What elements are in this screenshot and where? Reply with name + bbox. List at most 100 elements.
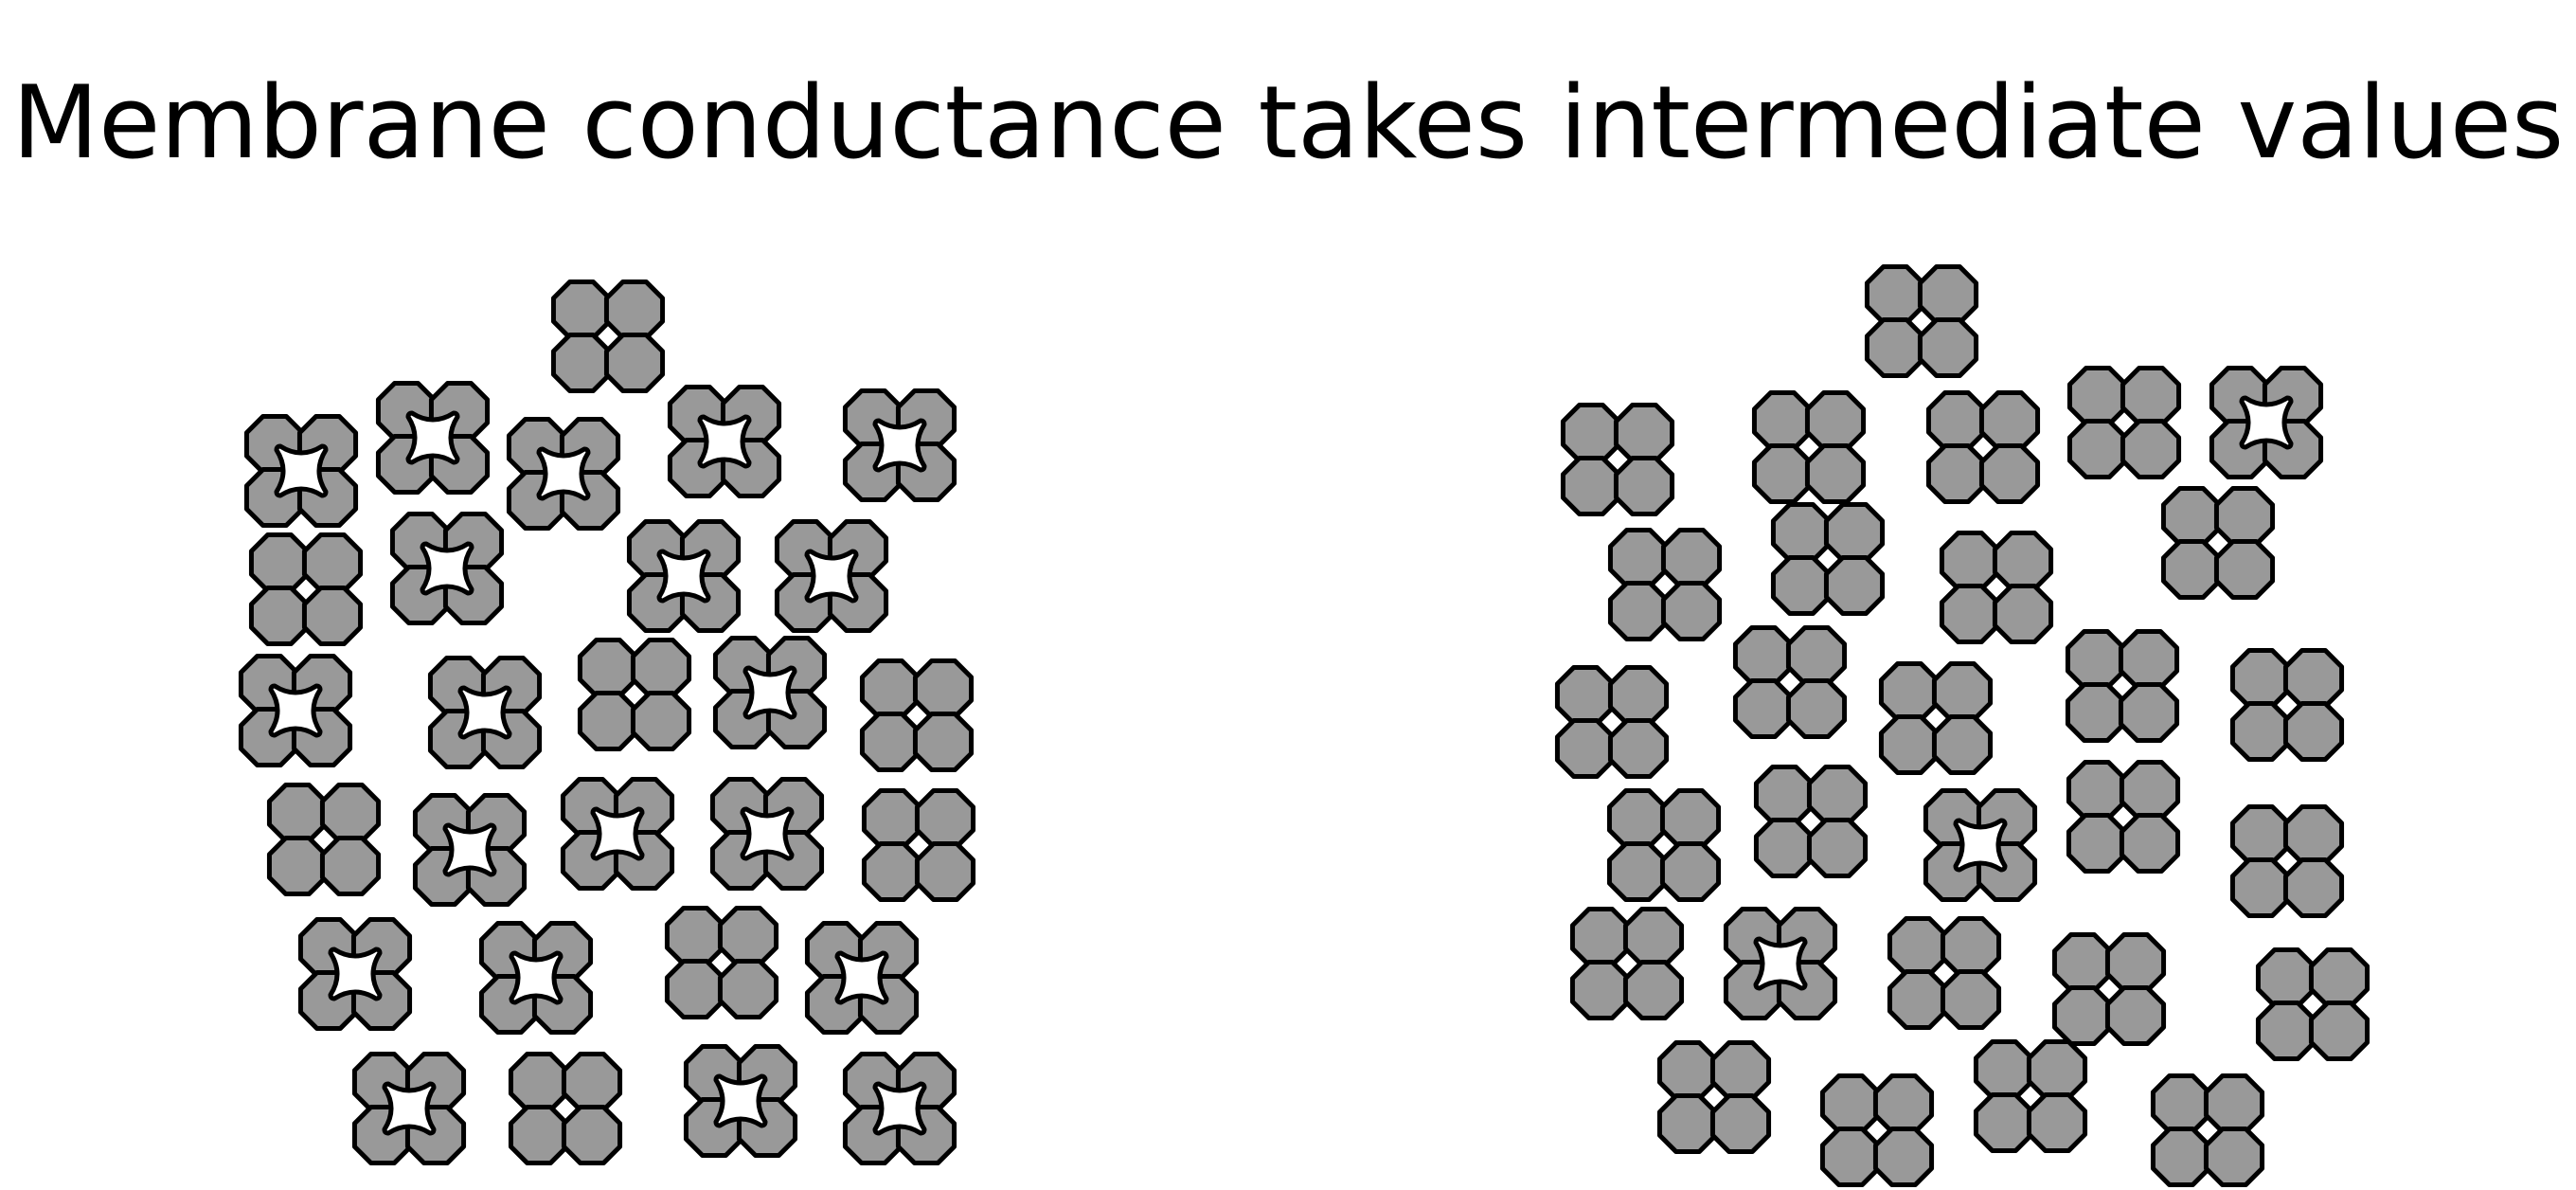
channel-subunit [861,840,923,903]
channel-subunit [1785,677,1848,740]
closed-channel-icon [1606,787,1722,903]
closed-channel-icon [1878,660,1994,776]
channel-subunit [2026,1038,2088,1101]
channel-pore-closed [715,956,728,969]
channel-subunit [630,637,692,699]
channel-subunit [1770,554,1833,617]
closed-channel-icon [1770,501,1886,617]
closed-channel-icon [2229,647,2345,763]
closed-channel-icon [1732,624,1848,740]
channel-pore-closed [912,838,925,852]
channel-subunit [2150,1126,2212,1188]
open-channel-icon [560,776,675,892]
open-channel-icon [243,413,359,529]
channel-subunit [1819,1126,1882,1188]
channel-subunit [1887,968,1949,1031]
channel-subunit [1751,389,1814,452]
channel-subunit [1622,959,1685,1021]
closed-channel-icon [859,658,975,773]
channel-subunit [2066,418,2129,480]
channel-subunit [1785,624,1848,687]
closed-channel-icon [266,782,382,897]
closed-channel-icon [2229,803,2345,919]
channel-subunit [1732,624,1795,687]
channel-subunit [2203,1126,2265,1188]
channel-subunit [301,532,364,594]
channel-pore-open [509,950,564,1005]
channel-subunit [1931,713,1994,776]
channel-pore-closed [1605,715,1619,729]
open-channel-icon [626,518,742,634]
channel-subunit [1939,530,2001,592]
channel-subunit [1872,1126,1935,1188]
channel-subunit [1709,1039,1772,1102]
open-channel-icon [842,388,957,503]
channel-subunit [2282,647,2345,710]
closed-channel-icon [1607,527,1723,642]
channel-subunit [1992,530,2054,592]
channel-subunit [2150,1073,2212,1135]
channel-subunit [2066,759,2128,821]
channel-subunit [859,658,921,720]
channel-pore-open [328,947,383,1001]
channel-subunit [1659,840,1722,903]
channel-subunit [912,658,975,720]
channel-subunit [1607,717,1670,780]
closed-channel-icon [2160,485,2276,601]
channel-subunit [1973,1038,2035,1101]
channel-pore-closed [1708,1091,1721,1104]
closed-channel-icon [861,787,976,903]
channel-subunit [577,690,639,752]
channel-subunit [2066,812,2128,874]
channel-pore-open [590,806,645,861]
channel-pore-open [442,822,497,877]
channel-subunit [1940,968,2002,1031]
closed-channel-icon [577,637,692,752]
channel-subunit [2213,485,2276,548]
open-channel-icon [2209,365,2324,480]
channel-pore-closed [317,833,331,846]
closed-channel-icon [1751,389,1867,505]
channel-subunit [1560,402,1622,464]
closed-channel-icon [1554,664,1670,780]
channel-subunit [266,782,329,844]
open-channel-icon [683,1043,798,1159]
open-channel-icon [667,384,782,499]
channel-pore-closed [1977,441,1990,454]
closed-channel-icon [2150,1073,2265,1188]
channel-pore-open [1753,936,1808,991]
channel-subunit [630,690,692,752]
channel-pore-closed [2116,679,2129,693]
channel-subunit [1607,580,1670,642]
closed-channel-icon [1569,906,1685,1021]
channel-pore-closed [1938,966,1951,980]
closed-channel-icon [2255,947,2370,1062]
channel-subunit [2026,1091,2088,1154]
channel-subunit [1751,442,1814,505]
channel-pore-closed [1611,453,1624,466]
channel-subunit [1709,1092,1772,1155]
channel-subunit [1753,764,1816,826]
closed-channel-icon [550,279,666,394]
channel-subunit [561,1104,623,1166]
channel-subunit [2255,1000,2317,1062]
channel-subunit [248,585,311,647]
channel-pore-open [536,446,591,501]
channel-pore-open [872,1081,927,1136]
channel-subunit [1554,717,1617,780]
channel-subunit [1569,959,1632,1021]
channel-subunit [2203,1073,2265,1135]
channel-subunit [2282,700,2345,763]
channel-subunit [1864,263,1926,326]
channel-subunit [2229,700,2292,763]
open-channel-icon [1923,787,2038,903]
channel-subunit [2065,628,2127,691]
channel-subunit [1656,1039,1719,1102]
channel-subunit [2213,538,2276,601]
channel-subunit [1606,787,1669,850]
channel-pore-closed [1783,676,1797,689]
channel-pore-open [872,418,927,473]
channel-pore-closed [1821,552,1834,566]
closed-channel-icon [2066,759,2181,874]
